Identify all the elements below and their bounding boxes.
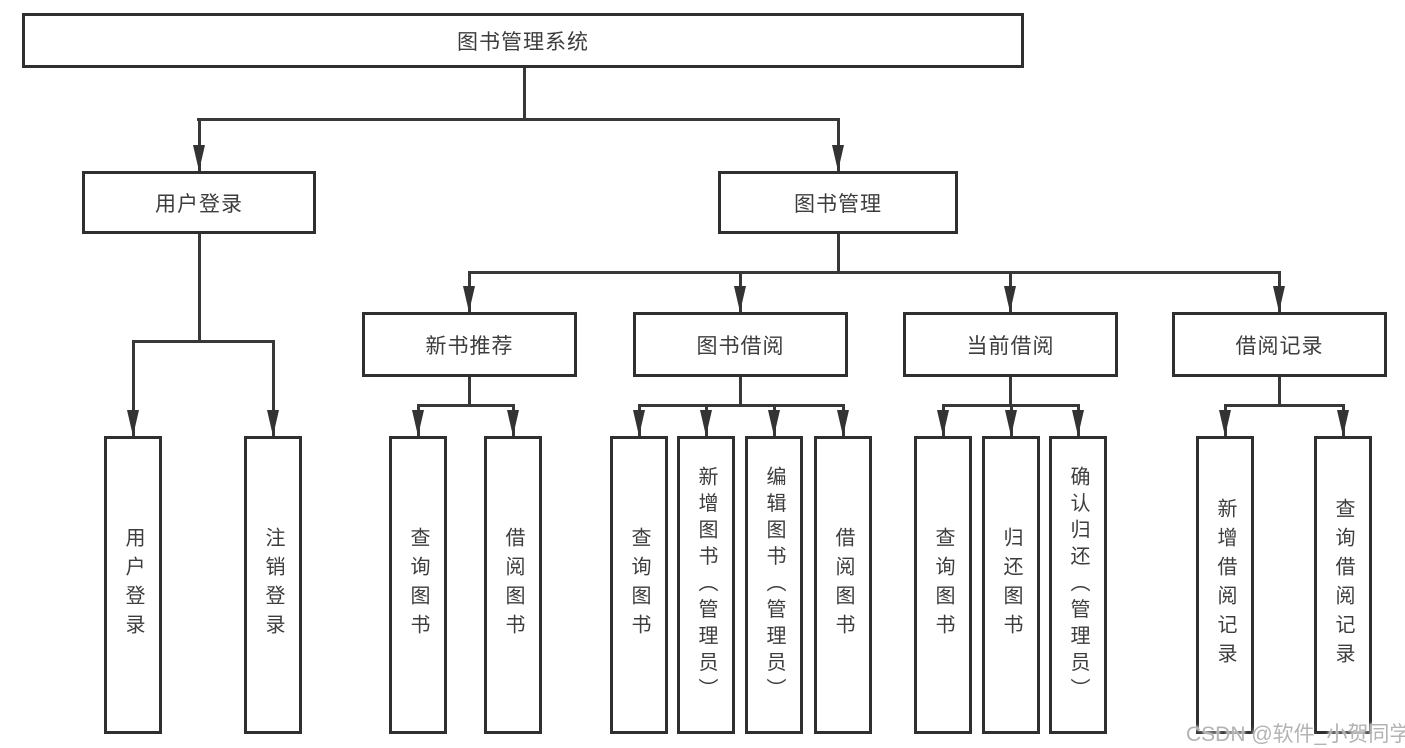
connector-records-trunk: [1277, 377, 1281, 407]
leaf-add-book-admin: 新增图书（管理员）: [677, 436, 735, 734]
leaf-query-books-current: 查询图书: [914, 436, 972, 734]
connector-root-splitter: [197, 118, 840, 121]
node-book-management-label: 图书管理: [794, 192, 882, 216]
arrow-down-icon: [699, 410, 712, 436]
connector-borrowing-trunk: [739, 377, 742, 407]
arrow-down-icon: [411, 410, 424, 436]
node-user-login-label: 用户登录: [155, 192, 243, 216]
arrow-down-icon: [1218, 410, 1231, 436]
arrow-down-icon: [767, 410, 780, 436]
leaf-add-borrow-record-label: 新增借阅记录: [1214, 498, 1236, 672]
leaf-confirm-return-admin-label: 确认归还（管理员）: [1067, 465, 1089, 705]
arrow-down-icon: [1003, 286, 1016, 312]
leaf-return-books-label: 归还图书: [1000, 527, 1022, 643]
connector-book-management-trunk: [836, 234, 840, 274]
arrow-down-icon: [462, 286, 475, 312]
arrow-down-icon: [831, 145, 844, 171]
arrow-down-icon: [733, 286, 746, 312]
arrow-down-icon: [1071, 410, 1084, 436]
csdn-watermark: CSDN @软件_小贺同学: [1186, 723, 1405, 746]
leaf-query-books-current-label: 查询图书: [932, 527, 954, 643]
leaf-logout-label: 注销登录: [262, 527, 284, 643]
leaf-query-borrow-record-label: 查询借阅记录: [1332, 498, 1354, 672]
node-book-borrowing: 图书借阅: [633, 312, 848, 377]
arrow-down-icon: [632, 410, 645, 436]
connector-stub-book-management: [836, 118, 840, 171]
node-current-borrowing: 当前借阅: [903, 312, 1118, 377]
node-root: 图书管理系统: [22, 13, 1024, 68]
leaf-edit-book-admin: 编辑图书（管理员）: [745, 436, 803, 734]
leaf-return-books: 归还图书: [982, 436, 1040, 734]
leaf-add-book-admin-label: 新增图书（管理员）: [695, 465, 717, 705]
leaf-query-books-borrowing-label: 查询图书: [628, 527, 650, 643]
connector-recommend-splitter: [416, 404, 515, 407]
arrow-down-icon: [506, 410, 519, 436]
node-borrowing-records: 借阅记录: [1172, 312, 1387, 377]
leaf-borrow-books-borrowing: 借阅图书: [814, 436, 872, 734]
leaf-query-books-recommend-label: 查询图书: [407, 527, 429, 643]
leaf-edit-book-admin-label: 编辑图书（管理员）: [763, 465, 785, 705]
node-user-login: 用户登录: [82, 171, 316, 234]
connector-stub-leaf-logout: [271, 340, 275, 436]
connector-borrowing-splitter: [637, 404, 845, 407]
leaf-logout: 注销登录: [244, 436, 302, 734]
node-borrowing-records-label: 借阅记录: [1235, 334, 1324, 358]
arrow-down-icon: [1272, 286, 1285, 312]
leaf-query-books-recommend: 查询图书: [389, 436, 447, 734]
leaf-query-borrow-record: 查询借阅记录: [1314, 436, 1372, 734]
connector-records-splitter: [1223, 404, 1345, 407]
arrow-down-icon: [836, 410, 849, 436]
arrow-down-icon: [126, 410, 139, 436]
leaf-borrow-books-recommend-label: 借阅图书: [502, 527, 524, 643]
leaf-user-login: 用户登录: [104, 436, 162, 734]
connector-book-management-splitter: [467, 271, 1281, 274]
leaf-query-books-borrowing: 查询图书: [610, 436, 668, 734]
connector-stub-user-login: [197, 118, 201, 171]
connector-recommend-trunk: [468, 377, 471, 407]
arrow-down-icon: [1004, 410, 1017, 436]
node-root-label: 图书管理系统: [457, 30, 589, 54]
node-new-book-recommendation-label: 新书推荐: [425, 334, 514, 358]
arrow-down-icon: [192, 145, 205, 171]
node-new-book-recommendation: 新书推荐: [362, 312, 577, 377]
leaf-borrow-books-recommend: 借阅图书: [484, 436, 542, 734]
leaf-borrow-books-borrowing-label: 借阅图书: [832, 527, 854, 643]
leaf-confirm-return-admin: 确认归还（管理员）: [1049, 436, 1107, 734]
leaf-add-borrow-record: 新增借阅记录: [1196, 436, 1254, 734]
node-book-borrowing-label: 图书借阅: [696, 334, 785, 358]
node-current-borrowing-label: 当前借阅: [966, 334, 1055, 358]
leaf-user-login-label: 用户登录: [122, 527, 144, 643]
connector-stub-leaf-user-login: [131, 340, 135, 436]
arrow-down-icon: [936, 410, 949, 436]
connector-user-login-splitter: [131, 340, 275, 343]
connector-root-trunk: [523, 68, 526, 121]
connector-user-login-trunk: [197, 234, 201, 343]
arrow-down-icon: [266, 410, 279, 436]
node-book-management: 图书管理: [718, 171, 958, 234]
connector-current-trunk: [1009, 377, 1012, 407]
arrow-down-icon: [1336, 410, 1349, 436]
